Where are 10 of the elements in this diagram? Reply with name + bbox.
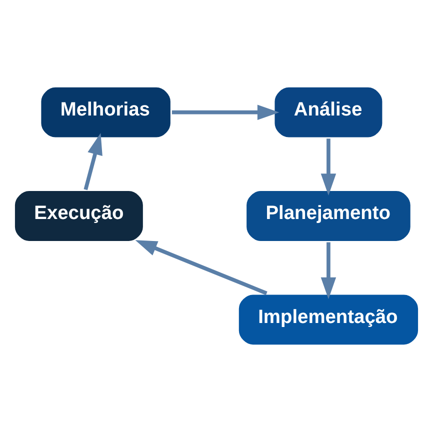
node-box: Implementação: [236, 292, 421, 348]
node-box: Execução: [12, 188, 146, 244]
node-box: Análise: [272, 84, 385, 140]
arrow: [320, 242, 336, 300]
arrow: [135, 240, 268, 296]
arrow: [320, 138, 336, 196]
arrow: [172, 104, 280, 120]
arrow: [84, 133, 102, 190]
node-box: Melhorias: [38, 84, 173, 140]
node-box: Planejamento: [244, 188, 413, 244]
